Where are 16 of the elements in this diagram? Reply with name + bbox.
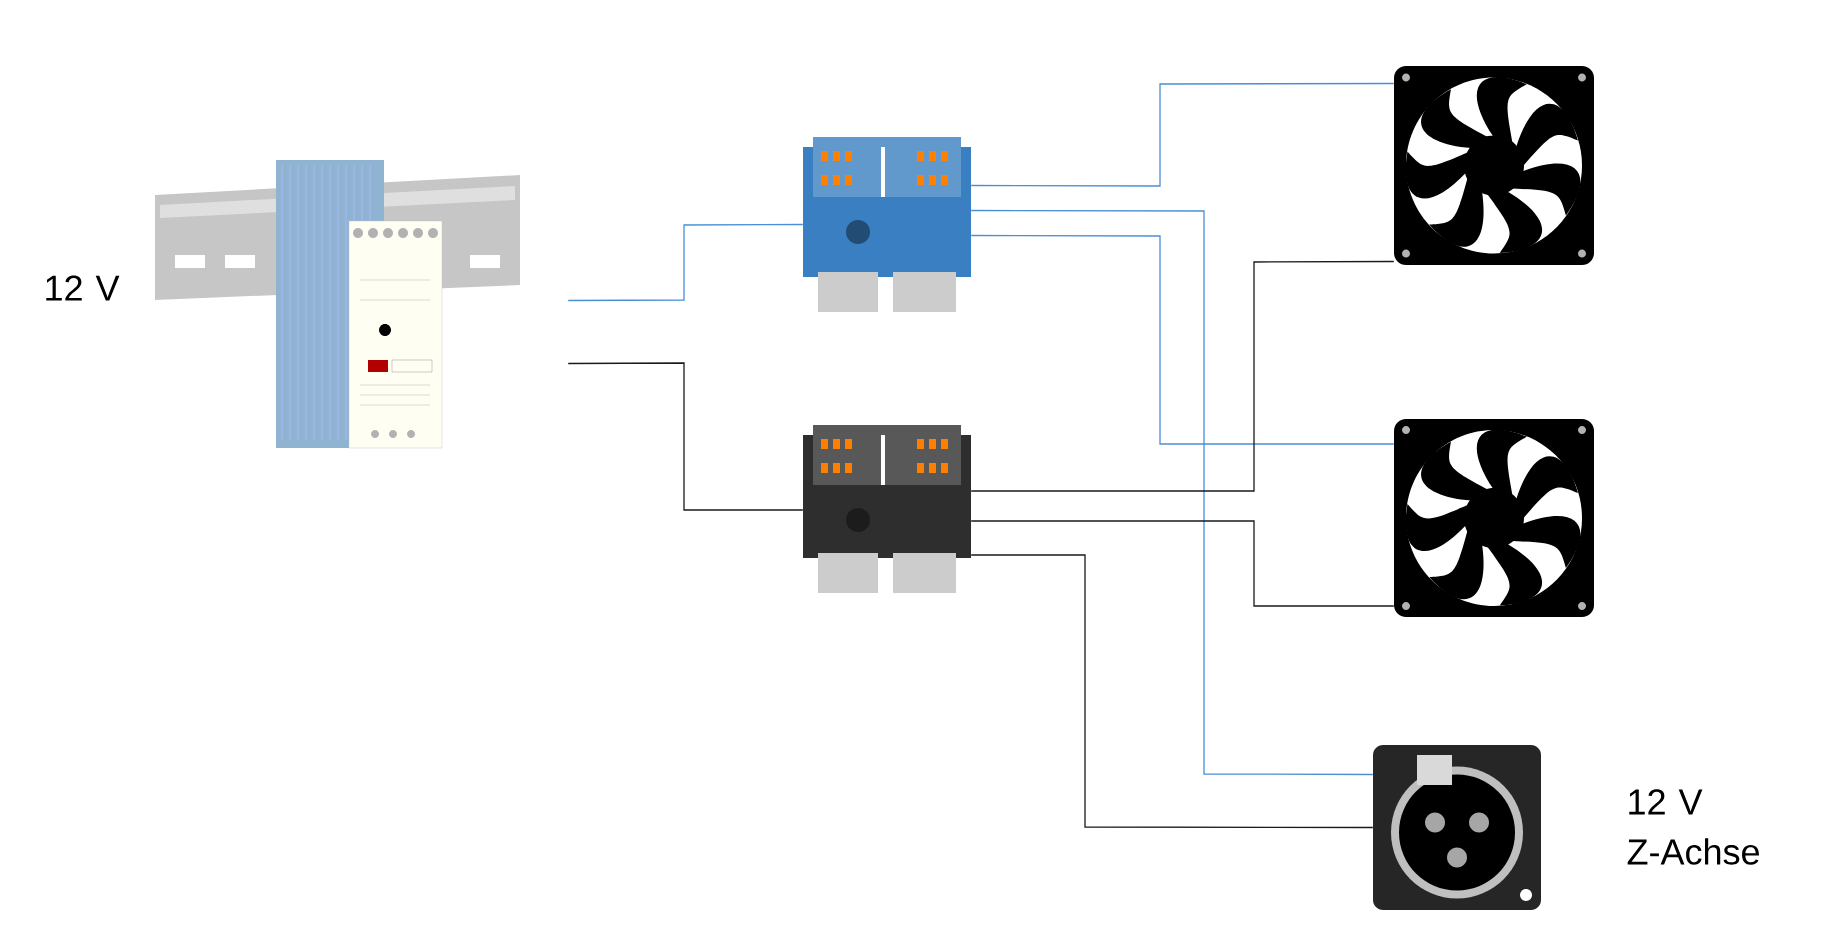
power-supply-drawing: [155, 160, 520, 449]
cable-line: [567, 362, 804, 511]
cable-line: [970, 209, 1374, 776]
terminal-block-drawing: [803, 425, 971, 593]
cable-line: [970, 82, 1395, 187]
fan-drawing: [1394, 419, 1594, 617]
cable-line: [970, 520, 1395, 607]
cable-line: [567, 223, 804, 302]
cable-line: [970, 554, 1374, 829]
voltage-label: 12 V: [46, 275, 120, 301]
cable-line: [970, 260, 1395, 492]
voltage-label: 12 V Z-Achse: [1627, 789, 1759, 865]
xlr-socket-drawing: [1373, 745, 1541, 910]
terminal-block-drawing: [803, 137, 971, 312]
fan-drawing: [1394, 66, 1594, 265]
cable-line: [970, 234, 1395, 445]
